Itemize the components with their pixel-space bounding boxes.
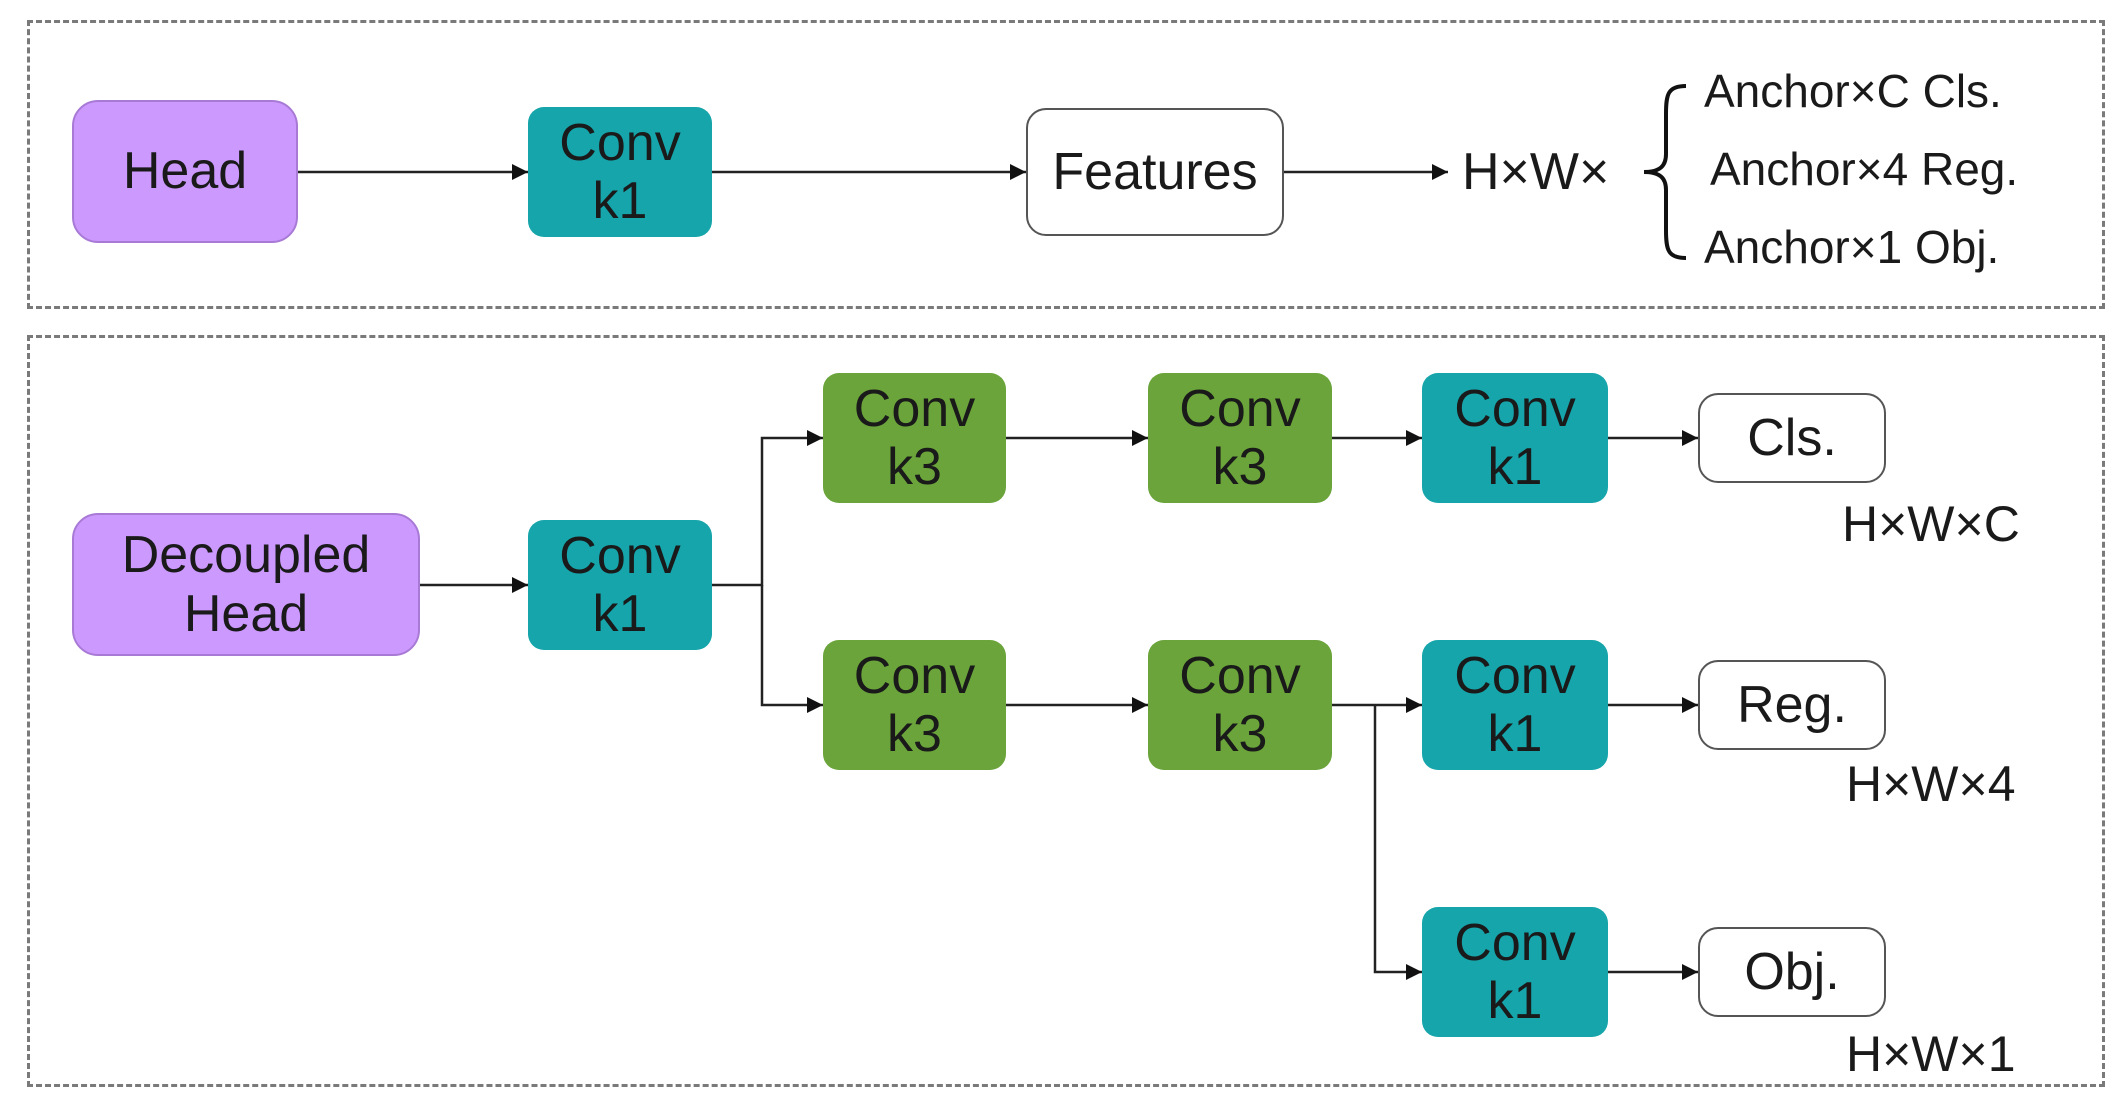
arrow-stem-to-cls-branch <box>712 430 823 587</box>
head-label: Head <box>122 142 248 201</box>
reg-conv-k1-block: Conv k1 <box>1422 640 1608 770</box>
output-reg-text: Anchor×4 Reg. <box>1710 143 2019 195</box>
top-conv-k1-block: Conv k1 <box>528 107 712 237</box>
cls-conv-k3-block-1: Conv k3 <box>823 373 1006 503</box>
reg-output-block: Reg. <box>1698 660 1886 750</box>
conv-label: Conv <box>853 646 976 705</box>
arrow-reg-k3b-to-obj-k1 <box>1373 705 1422 980</box>
obj-output-label: Obj. <box>1744 942 1840 1001</box>
conv-label: Conv <box>1454 379 1576 438</box>
cls-output-block: Cls. <box>1698 393 1886 483</box>
kernel-label: k3 <box>887 705 942 763</box>
conv-label: Conv <box>559 113 681 172</box>
conv-label: Conv <box>1454 913 1576 972</box>
cls-conv-k1-block: Conv k1 <box>1422 373 1608 503</box>
kernel-label: k1 <box>1487 972 1543 1030</box>
standard-head-panel <box>27 20 2105 309</box>
reg-output-label: Reg. <box>1737 675 1847 734</box>
decoupled-head-block: Decoupled Head <box>72 513 420 656</box>
conv-label: Conv <box>1179 646 1301 705</box>
kernel-label: k1 <box>1487 705 1543 763</box>
cls-dim-label: H×W×C <box>1842 496 2020 552</box>
kernel-label: k3 <box>1212 438 1268 496</box>
conv-label: Conv <box>1179 379 1301 438</box>
features-block: Features <box>1026 108 1284 236</box>
obj-dim-label: H×W×1 <box>1846 1026 2016 1082</box>
reg-conv-k3-block-1: Conv k3 <box>823 640 1006 770</box>
reg-conv-k3-block-2: Conv k3 <box>1148 640 1332 770</box>
kernel-label: k1 <box>592 172 648 230</box>
kernel-label: k1 <box>592 585 648 643</box>
head-block: Head <box>72 100 298 243</box>
conv-label: Conv <box>853 379 976 438</box>
kernel-label: k3 <box>887 438 942 496</box>
decoupled-head-label: Head <box>183 584 309 643</box>
features-label: Features <box>1052 142 1258 201</box>
output-shape-prefix: H×W× <box>1462 143 1610 201</box>
output-obj-text: Anchor×1 Obj. <box>1704 221 2000 273</box>
obj-conv-k1-block: Conv k1 <box>1422 907 1608 1037</box>
stem-conv-k1-block: Conv k1 <box>528 520 712 650</box>
decoupled-head-panel <box>27 335 2105 1087</box>
curly-brace-icon <box>1643 84 1687 260</box>
kernel-label: k1 <box>1487 438 1543 496</box>
decoupled-label: Decoupled <box>121 526 371 585</box>
conv-label: Conv <box>1454 646 1576 705</box>
output-cls-text: Anchor×C Cls. <box>1704 65 2002 117</box>
obj-output-block: Obj. <box>1698 927 1886 1017</box>
reg-dim-label: H×W×4 <box>1846 756 2016 812</box>
cls-output-label: Cls. <box>1747 408 1837 467</box>
kernel-label: k3 <box>1212 705 1268 763</box>
arrow-stem-to-reg-branch <box>760 585 823 713</box>
conv-label: Conv <box>559 526 681 585</box>
cls-conv-k3-block-2: Conv k3 <box>1148 373 1332 503</box>
